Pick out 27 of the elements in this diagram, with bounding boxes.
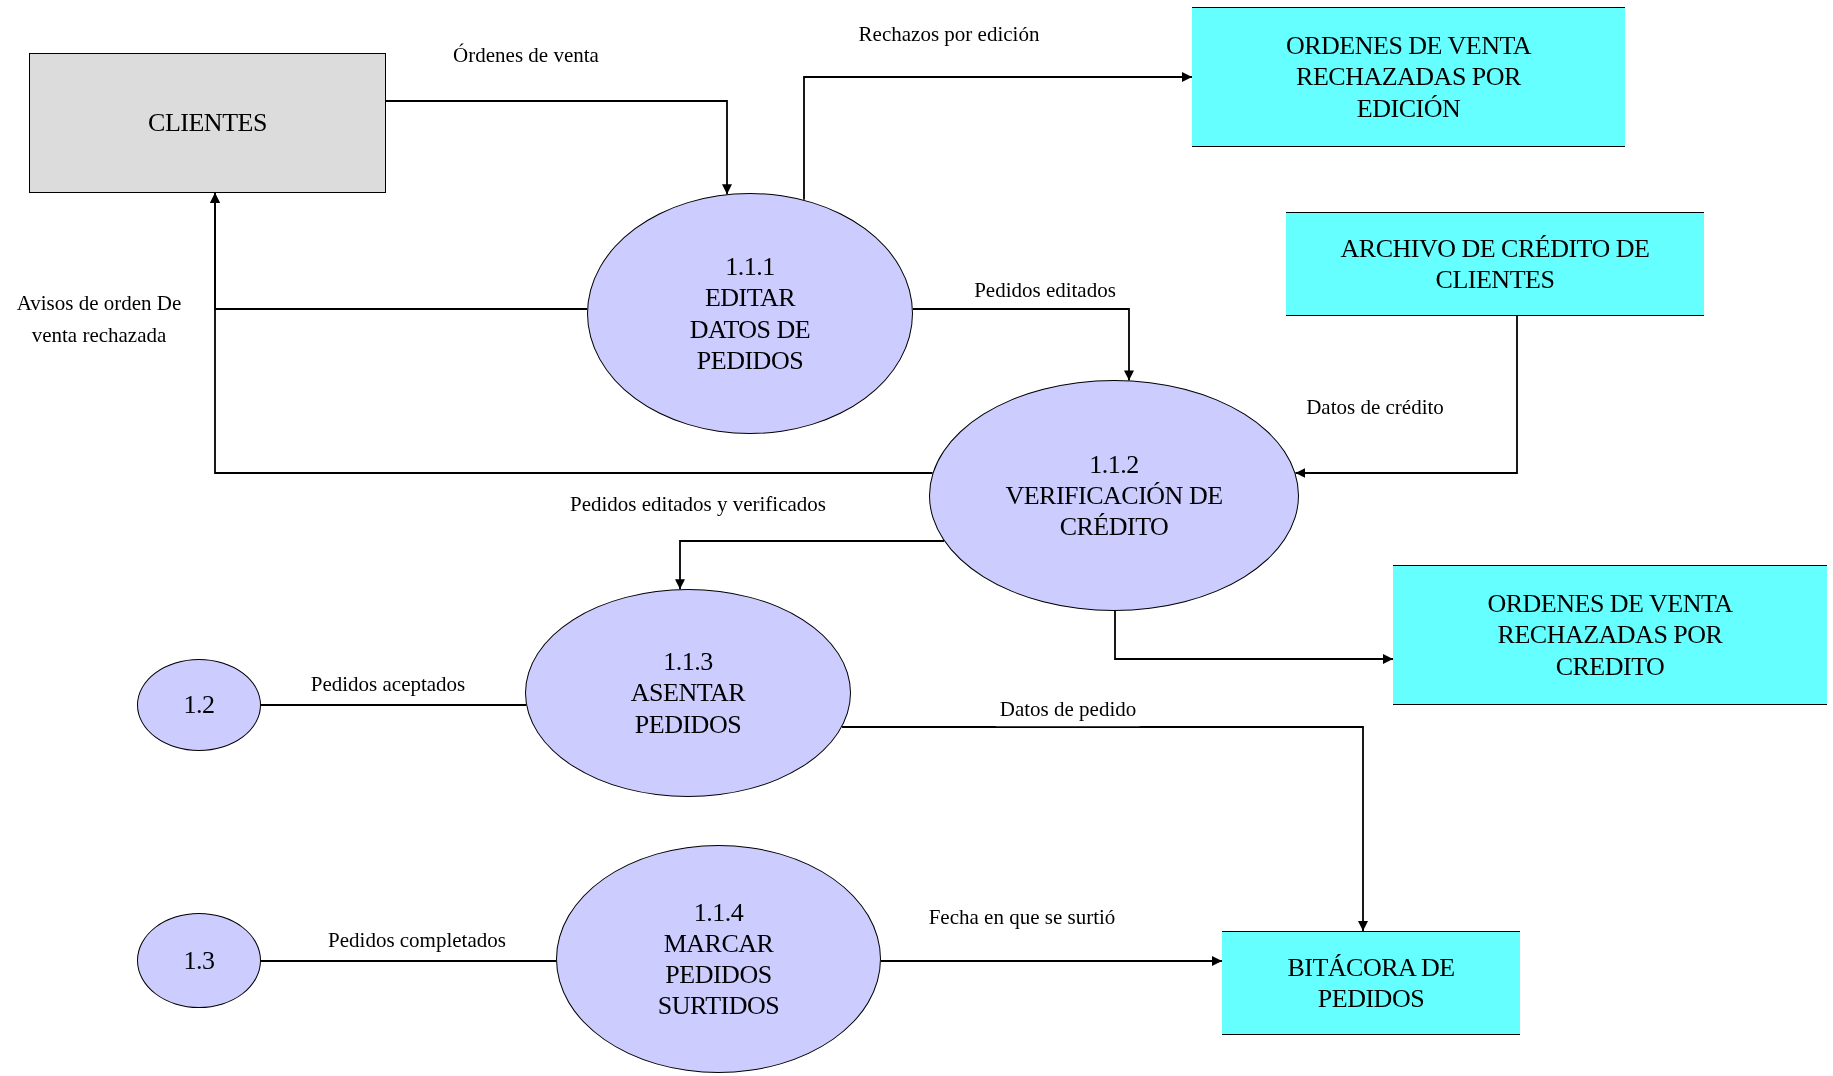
- process-number: 1.1.1: [725, 251, 775, 283]
- node-label: ORDENES DE VENTA RECHAZADAS POR EDICIÓN: [1284, 30, 1533, 124]
- node-label: ARCHIVO DE CRÉDITO DE CLIENTES: [1339, 232, 1651, 296]
- entity-box: [29, 53, 386, 193]
- process-number: 1.1.4: [693, 896, 744, 928]
- data-store-box: [1222, 931, 1520, 1035]
- flow-arrow: [1294, 315, 1518, 478]
- flow-arrow: [1114, 610, 1394, 664]
- node-label: ORDENES DE VENTA RECHAZADAS POR CREDITO: [1486, 588, 1734, 682]
- flow-arrow: [675, 540, 945, 591]
- flow-arrow: [880, 956, 1223, 966]
- node-label: 1.2: [183, 689, 215, 721]
- flow-arrow: [841, 726, 1368, 932]
- node-label: CLIENTES: [148, 107, 267, 139]
- flow-arrow: [803, 72, 1193, 201]
- node-label: ASENTAR PEDIDOS: [629, 677, 747, 740]
- node-label: EDITAR DATOS DE PEDIDOS: [688, 282, 812, 376]
- process-number: 1.1.3: [663, 646, 713, 678]
- data-store-box: [1393, 565, 1827, 705]
- node-label: VERIFICACIÓN DE CRÉDITO: [1004, 479, 1224, 543]
- flow-arrow: [912, 308, 1134, 382]
- node-label: MARCAR PEDIDOS SURTIDOS: [656, 927, 781, 1022]
- process-number: 1.1.2: [1089, 448, 1139, 480]
- data-store-box: [1192, 7, 1625, 147]
- data-store-box: [1286, 212, 1704, 316]
- node-label: 1.3: [183, 944, 215, 977]
- node-label: BITÁCORA DE PEDIDOS: [1286, 951, 1456, 1015]
